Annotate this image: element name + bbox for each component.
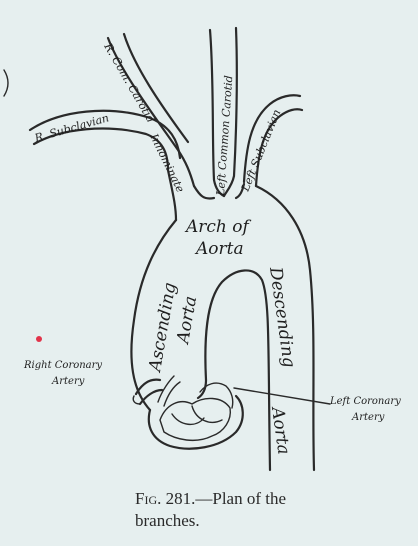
label-innominate: Innominate [147, 131, 187, 195]
left-coronary-pointer [234, 388, 330, 404]
label-arch-of: Arch of [184, 217, 252, 237]
label-left-subclavian: Left Subclavian [238, 108, 283, 195]
caption-text-2: branches. [135, 511, 200, 530]
label-left-coronary-1: Left Coronary [329, 396, 401, 407]
label-descending-aorta: Aorta [267, 404, 294, 456]
label-descending: Descending [265, 265, 299, 369]
right-coronary-vessel [133, 380, 162, 404]
label-left-coronary-2: Artery [351, 412, 385, 423]
caption-text: —Plan of the [195, 489, 286, 508]
figure-caption: Fig. 281.—Plan of the branches. [135, 488, 405, 532]
label-arch-aorta: Aorta [194, 239, 244, 259]
red-mark [36, 336, 42, 342]
label-right-coronary-2: Artery [51, 376, 85, 387]
aortic-root [149, 376, 243, 449]
label-right-coronary-1: Right Coronary [23, 360, 102, 371]
caption-fig-number: Fig. 281. [135, 489, 195, 508]
